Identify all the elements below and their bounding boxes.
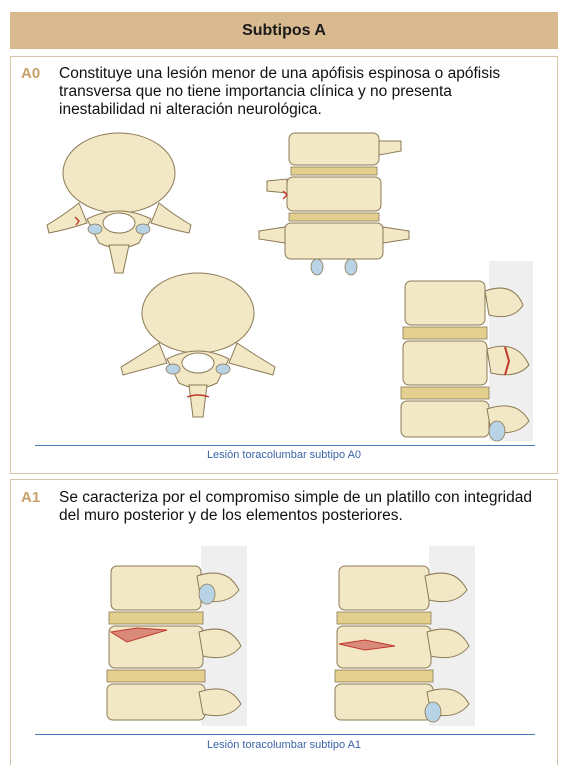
panel-subtype-a1: A1 Se caracteriza por el compromiso simp… <box>10 479 558 765</box>
section-title: Subtipos A <box>242 22 326 40</box>
section-header: Subtipos A <box>10 12 558 49</box>
a1-caption-rule <box>35 734 535 735</box>
a0-description: Constituye una lesión menor de una apófi… <box>59 65 539 119</box>
a0-lateral-view-illustration <box>393 261 543 441</box>
a0-caption: Lesión toracolumbar subtipo A0 <box>11 449 557 461</box>
panel-subtype-a0: A0 Constituye una lesión menor de una ap… <box>10 56 558 474</box>
a0-caption-rule <box>35 445 535 446</box>
a0-axial-spinous-illustration <box>113 271 283 421</box>
a1-description: Se caracteriza por el compromiso simple … <box>59 489 539 525</box>
a0-code: A0 <box>21 65 40 82</box>
a0-posterior-view-illustration <box>259 121 409 281</box>
a0-axial-vertebra-illustration <box>39 133 199 283</box>
a1-caption: Lesión toracolumbar subtipo A1 <box>11 739 557 751</box>
a1-lateral-left-illustration <box>97 546 257 726</box>
a1-lateral-right-illustration <box>325 546 485 726</box>
a1-code: A1 <box>21 489 40 506</box>
